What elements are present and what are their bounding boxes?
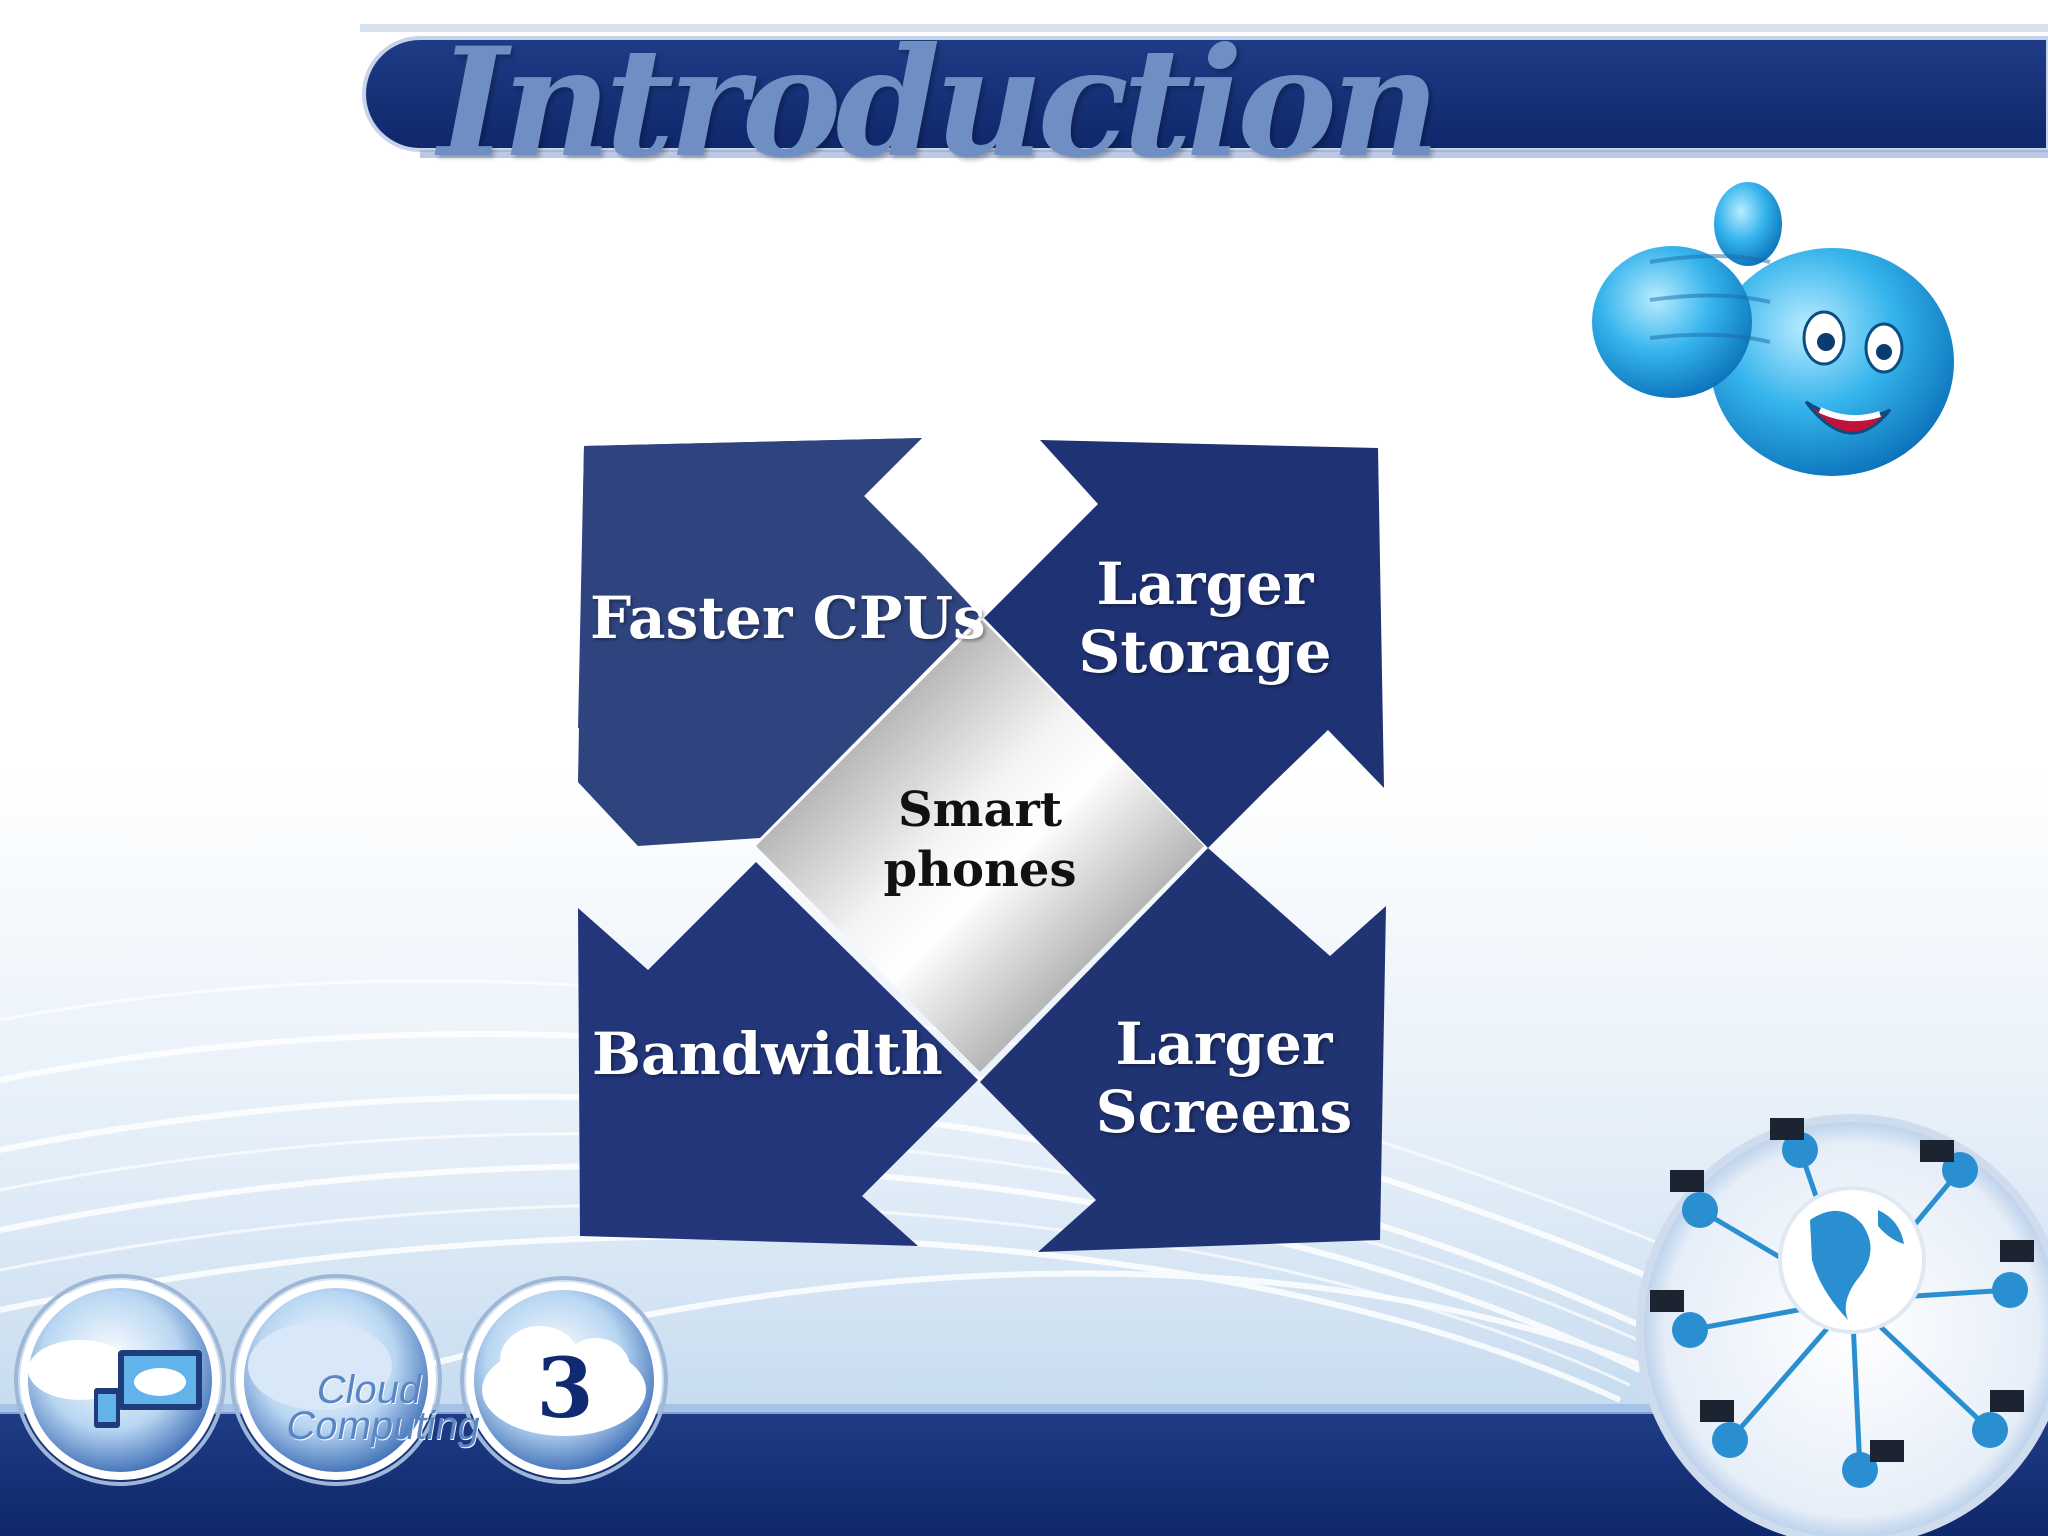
network-globe-icon	[1636, 1114, 2048, 1536]
center-label: Smart phones	[883, 782, 1077, 898]
thumbs-up-smiley-icon	[1592, 182, 1954, 476]
quadrant-label-bottom-right: Larger Screens	[1095, 1010, 1353, 1146]
cloud-computing-badge-icon	[230, 1274, 442, 1486]
page-number: 3	[536, 1341, 594, 1437]
quadrant-label-bottom-left: Bandwidth	[592, 1020, 943, 1088]
cloud-badge-text: Cloud Computing	[282, 1368, 485, 1448]
quadrant-label-top-left: Faster CPUs	[590, 584, 986, 652]
cloud-number-badge-icon	[460, 1276, 668, 1484]
center-diamond	[756, 620, 1204, 1072]
slide-title: Introduction	[438, 15, 1440, 191]
quadrant-label-top-right: Larger Storage	[1078, 550, 1332, 686]
cloud-devices-icon	[14, 1274, 226, 1486]
strategy-quadrants	[578, 438, 1386, 1252]
